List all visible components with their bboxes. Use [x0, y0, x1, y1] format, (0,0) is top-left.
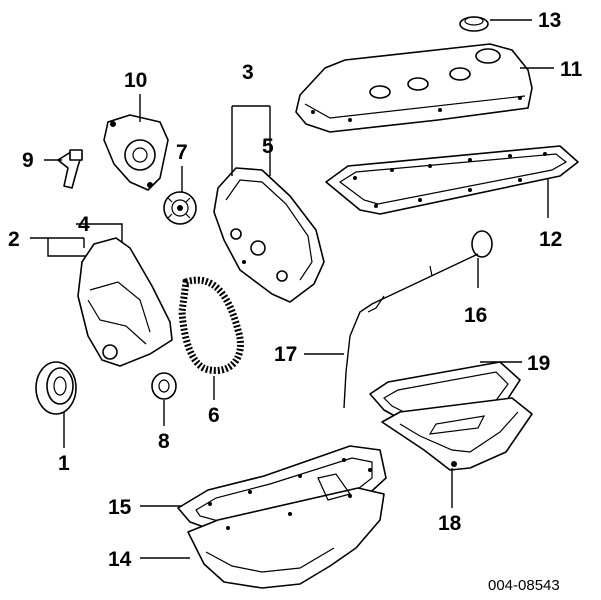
crankshaft-damper [35, 361, 77, 415]
callout-14: 14 [108, 548, 132, 571]
idler-pulley [163, 191, 197, 225]
callout-15: 15 [108, 496, 132, 519]
callout-2: 2 [8, 228, 20, 251]
oil-filler-cap [459, 16, 489, 32]
callout-7: 7 [176, 141, 188, 164]
tensioner-bolt [57, 149, 83, 189]
oil-dipstick [343, 230, 493, 409]
callout-numbers: 13 11 12 10 9 7 3 5 2 4 1 8 6 16 17 19 1… [8, 9, 583, 571]
timing-belt [178, 276, 244, 374]
belt-tensioner-bracket [103, 114, 169, 191]
callout-10: 10 [124, 69, 147, 92]
callout-6: 6 [208, 404, 220, 427]
callout-12: 12 [539, 228, 562, 251]
valve-cover-gasket [325, 145, 579, 215]
leader-lines [30, 19, 554, 559]
inner-timing-cover [213, 167, 325, 303]
oil-pan-right [381, 397, 533, 471]
callout-4: 4 [78, 213, 90, 236]
valve-cover [295, 43, 533, 133]
callout-3: 3 [242, 61, 254, 84]
callout-13: 13 [538, 9, 561, 32]
callout-19: 19 [527, 352, 550, 375]
oil-pan-lower [187, 473, 385, 589]
outer-timing-cover [77, 237, 173, 367]
callout-9: 9 [22, 149, 34, 172]
callout-8: 8 [158, 430, 170, 453]
callout-16: 16 [464, 304, 487, 327]
callout-18: 18 [438, 512, 462, 535]
figure-code: 004-08543 [488, 577, 560, 594]
crankshaft-sprocket [151, 372, 177, 400]
callout-1: 1 [58, 452, 70, 475]
callout-5: 5 [262, 135, 274, 158]
callout-17: 17 [274, 343, 297, 366]
oil-pan-gasket-lower [177, 445, 387, 535]
callout-11: 11 [560, 58, 583, 81]
